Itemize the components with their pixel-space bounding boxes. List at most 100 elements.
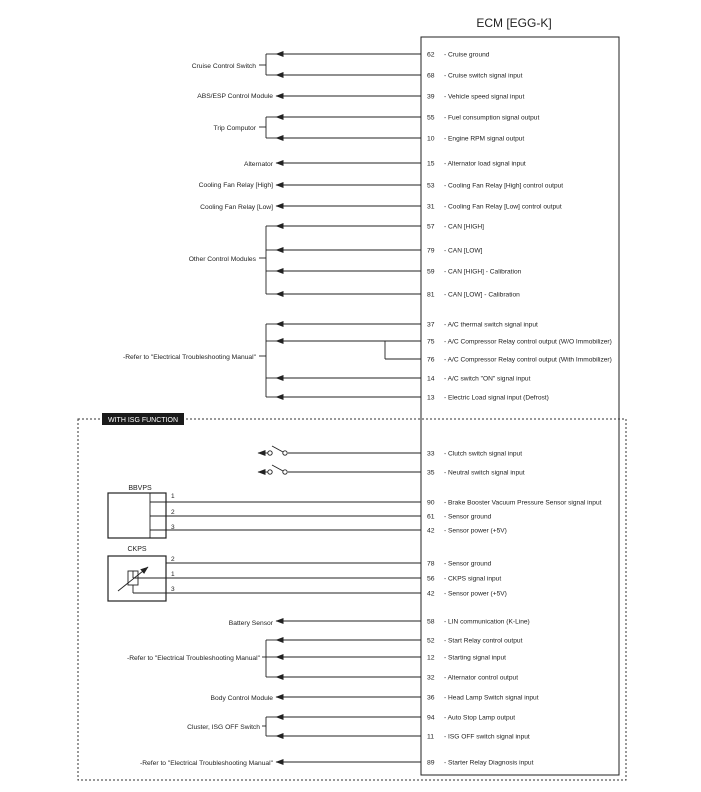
pin-number: 12 (427, 655, 435, 662)
label-refer-manual-ac: -Refer to "Electrical Troubleshooting Ma… (123, 354, 257, 361)
wiring (132, 51, 421, 765)
switch-contact-icon (267, 469, 273, 475)
switch-blade (271, 445, 284, 453)
pin-label: - A/C switch "ON" signal input (444, 376, 531, 383)
pin-number: 58 (427, 619, 435, 626)
pin-label: - Cooling Fan Relay [High] control outpu… (444, 183, 563, 190)
label-trip-computer: Trip Computor (214, 125, 257, 132)
pin-number: 81 (427, 292, 435, 299)
pin-label: - Clutch switch signal input (444, 451, 522, 458)
pin-number: 90 (427, 500, 435, 507)
ecm-title: ECM [EGG-K] (476, 16, 551, 30)
label-body-control-module: Body Control Module (211, 695, 274, 702)
pin-label: - Cruise ground (444, 52, 490, 59)
pin-label: - Auto Stop Lamp output (444, 715, 515, 722)
ckps-title: CKPS (127, 546, 146, 553)
pin-label: - A/C thermal switch signal input (444, 322, 538, 329)
pin-label: - Start Relay control output (444, 638, 523, 645)
label-cruise-control-switch: Cruise Control Switch (192, 63, 257, 70)
pin-label: - Sensor ground (444, 561, 492, 568)
pin-number: 39 (427, 94, 435, 101)
pin-number: 32 (427, 675, 435, 682)
pin-number: 42 (427, 591, 435, 598)
pin-number: 13 (427, 395, 435, 402)
pin-number: 53 (427, 183, 435, 190)
pin-label: - CAN [HIGH] (444, 224, 484, 231)
bbvps-title: BBVPS (128, 485, 152, 492)
pin-label: - CAN [LOW] - Calibration (444, 292, 520, 299)
pin-label: - CKPS signal input (444, 576, 501, 583)
ckps-sensor-box (107, 555, 167, 602)
switch-contact-icon (282, 469, 288, 475)
pin-label: - A/C Compressor Relay control output (W… (444, 339, 612, 346)
pin-number: 31 (427, 204, 435, 211)
pin-label: - ISG OFF switch signal input (444, 734, 530, 741)
pin-number: 89 (427, 760, 435, 767)
pin-number: 79 (427, 248, 435, 255)
pin-number: 59 (427, 269, 435, 276)
pin-number: 78 (427, 561, 435, 568)
pin-label: - LIN communication (K-Line) (444, 619, 530, 626)
label-other-control-modules: Other Control Modules (189, 256, 257, 263)
label-battery-sensor: Battery Sensor (229, 620, 274, 627)
pin-label: - Head Lamp Switch signal input (444, 695, 539, 702)
ckps-pin-3: 3 (171, 586, 175, 593)
label-cluster-isg-off: Cluster, ISG OFF Switch (187, 724, 260, 731)
ckps-variable-arrow-icon (117, 566, 149, 592)
pin-number: 36 (427, 695, 435, 702)
pin-label: - Alternator load signal input (444, 161, 526, 168)
pin-number: 57 (427, 224, 435, 231)
pin-number: 11 (427, 734, 434, 741)
label-cooling-fan-low: Cooling Fan Relay [Low] (200, 204, 273, 211)
pin-number: 14 (427, 376, 435, 383)
isg-label-bg (102, 413, 184, 425)
pin-number: 42 (427, 528, 435, 535)
ecm-box (420, 36, 620, 776)
bbvps-pin-1: 1 (171, 493, 175, 500)
pin-number: 10 (427, 136, 435, 143)
pin-number: 52 (427, 638, 435, 645)
pin-label: - A/C Compressor Relay control output (W… (444, 357, 612, 364)
pin-label: - Neutral switch signal input (444, 470, 525, 477)
pin-number: 76 (427, 357, 435, 364)
pin-label: - Sensor ground (444, 514, 492, 521)
ckps-pin-2: 2 (171, 556, 175, 563)
label-alternator: Alternator (244, 161, 274, 168)
pin-number: 56 (427, 576, 435, 583)
pin-label: - Alternator control output (444, 675, 518, 682)
pin-number: 37 (427, 322, 435, 329)
pin-number: 15 (427, 161, 435, 168)
ckps-pin-1: 1 (171, 571, 175, 578)
pin-number: 35 (427, 470, 435, 477)
bbvps-pin-2: 2 (171, 509, 175, 516)
pin-label: - Sensor power (+5V) (444, 528, 507, 535)
pin-label: - CAN [LOW] (444, 248, 483, 255)
pin-label: - CAN [HIGH] - Calibration (444, 269, 522, 276)
switch-contact-icon (267, 450, 273, 456)
switch-contact-icon (282, 450, 288, 456)
pin-number: 33 (427, 451, 435, 458)
isg-function-region (77, 418, 627, 781)
pin-number: 55 (427, 115, 435, 122)
pin-label: - Sensor power (+5V) (444, 591, 507, 598)
pin-label: - Electric Load signal input (Defrost) (444, 395, 549, 402)
pin-number: 68 (427, 73, 435, 80)
bbvps-sensor-box (107, 492, 167, 539)
ckps-element (127, 570, 139, 586)
label-refer-manual-starter: -Refer to "Electrical Troubleshooting Ma… (140, 760, 274, 767)
pin-number: 75 (427, 339, 435, 346)
bbvps-pin-3: 3 (171, 524, 175, 531)
pin-label: - Starting signal input (444, 655, 506, 662)
label-abs-esp-module: ABS/ESP Control Module (197, 93, 273, 100)
label-refer-manual-start: -Refer to "Electrical Troubleshooting Ma… (127, 655, 261, 662)
pin-number: 61 (427, 514, 435, 521)
pin-label: - Cruise switch signal input (444, 73, 523, 80)
isg-function-label: WITH ISG FUNCTION (108, 417, 178, 424)
switch-blade (271, 464, 284, 472)
pin-label: - Cooling Fan Relay [Low] control output (444, 204, 562, 211)
pin-label: - Fuel consumption signal output (444, 115, 539, 122)
pin-label: - Engine RPM signal output (444, 136, 524, 143)
pin-number: 94 (427, 715, 435, 722)
